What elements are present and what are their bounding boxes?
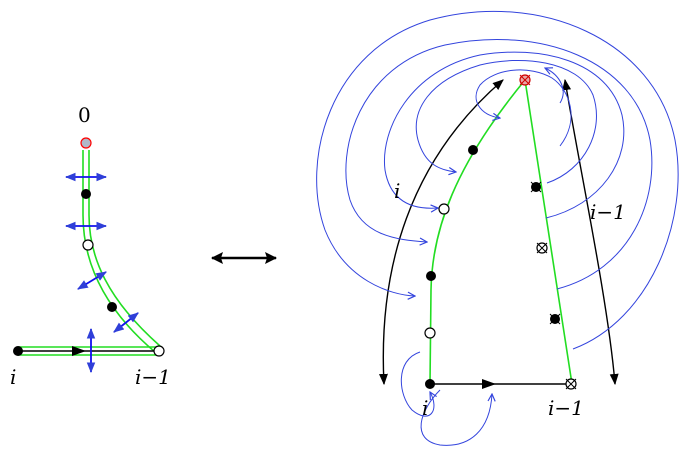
arc-i-minus-1 — [562, 78, 619, 386]
left-vertex-1 — [81, 189, 91, 199]
right-vertex-l3 — [426, 271, 436, 281]
right-label-arc-i: i — [394, 179, 400, 203]
loop-6 — [545, 68, 564, 104]
right-diagram: i i−1 i i−1 — [316, 10, 679, 446]
left-vertex-2 — [82, 239, 94, 251]
right-green-right-branch — [524, 79, 573, 385]
right-edge-arrowhead — [482, 379, 496, 389]
right-green-left-branch — [429, 79, 526, 385]
loop-bottom-right — [420, 389, 492, 446]
arc-i — [379, 79, 504, 386]
left-diagram: 0 i i−1 — [10, 103, 171, 389]
blue-loops — [316, 10, 679, 446]
right-vertex-l1 — [468, 145, 478, 155]
right-vertex-l4 — [424, 327, 436, 339]
left-label-i: i — [10, 365, 16, 389]
right-vertex-l2 — [438, 203, 450, 215]
left-vertex-i — [13, 346, 23, 356]
loop-4 — [415, 60, 597, 184]
right-crossed-vertices — [530, 181, 577, 390]
loop-3 — [383, 51, 625, 219]
left-vertex-3 — [107, 302, 117, 312]
left-vertex-i-minus-1 — [153, 345, 165, 357]
right-label-arc-i-minus-1: i−1 — [590, 200, 626, 224]
left-vertex-root — [80, 137, 92, 149]
right-vertex-i — [425, 379, 435, 389]
left-label-i-minus-1: i−1 — [135, 365, 171, 389]
loop-2 — [345, 38, 653, 290]
right-label-i: i — [422, 396, 428, 420]
right-vertex-root-cross — [519, 74, 531, 86]
left-blue-arrows — [64, 172, 139, 374]
left-strand-upper-b — [88, 150, 161, 347]
blue-arrow-d2 — [113, 312, 139, 333]
left-label-zero: 0 — [78, 103, 91, 127]
left-edge-arrowhead — [72, 346, 86, 356]
loop-1 — [316, 10, 679, 350]
loop-5 — [475, 69, 572, 147]
equivalence-arrow — [211, 252, 277, 264]
blue-arrow-d1 — [77, 271, 107, 290]
left-green-strands — [18, 150, 161, 356]
right-label-i-minus-1: i−1 — [548, 396, 584, 420]
loop-bottom-left — [400, 351, 434, 417]
